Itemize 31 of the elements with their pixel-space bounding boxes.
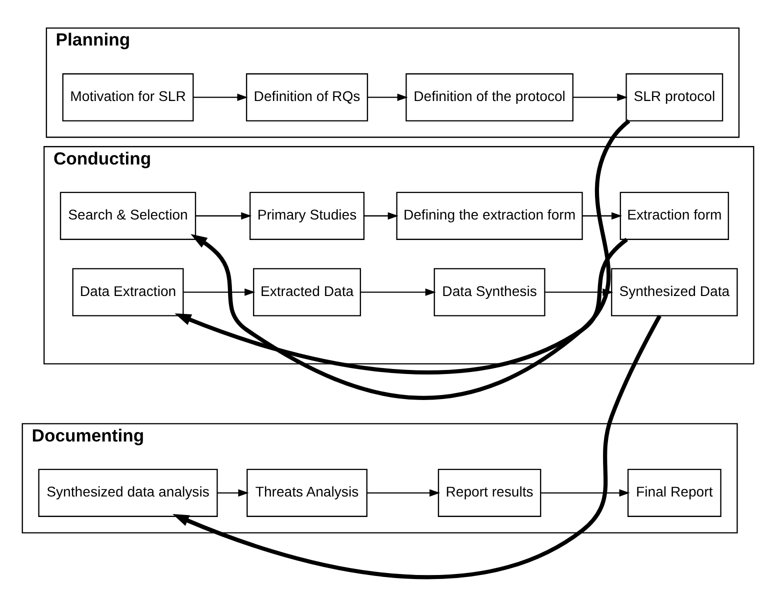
arrow [544,288,614,296]
arrow [190,119,630,400]
node-box: Synthesized Data [611,268,738,316]
arrow [196,212,252,220]
arrow [541,489,630,497]
node-box: Motivation for SLR [62,73,194,122]
node-box: Definition of the protocol [406,73,574,122]
node-box: Primary Studies [250,192,365,240]
arrow [582,212,622,220]
arrow [367,489,440,497]
node-box: SLR protocol [626,73,724,122]
node-box: Synthesized data analysis [38,468,218,517]
arrow [193,94,248,102]
node-box: Search & Selection [60,192,196,240]
node-box: Final Report [627,468,722,517]
node-box: Threats Analysis [246,468,368,517]
arrow [360,288,436,296]
node-box: Data Synthesis [434,268,546,316]
node-box: Definition of RQs [246,73,368,122]
arrow [184,288,256,296]
node-box: Data Extraction [72,268,184,316]
node-box: Defining the extraction form [396,192,583,240]
arrow [572,94,628,102]
arrow [364,212,398,220]
arrow [174,238,628,374]
arrow [218,489,249,497]
node-box: Extraction form [620,192,729,240]
arrow [368,94,408,102]
node-box: Report results [438,468,542,517]
arrow [172,314,662,579]
node-box: Extracted Data [253,268,361,316]
